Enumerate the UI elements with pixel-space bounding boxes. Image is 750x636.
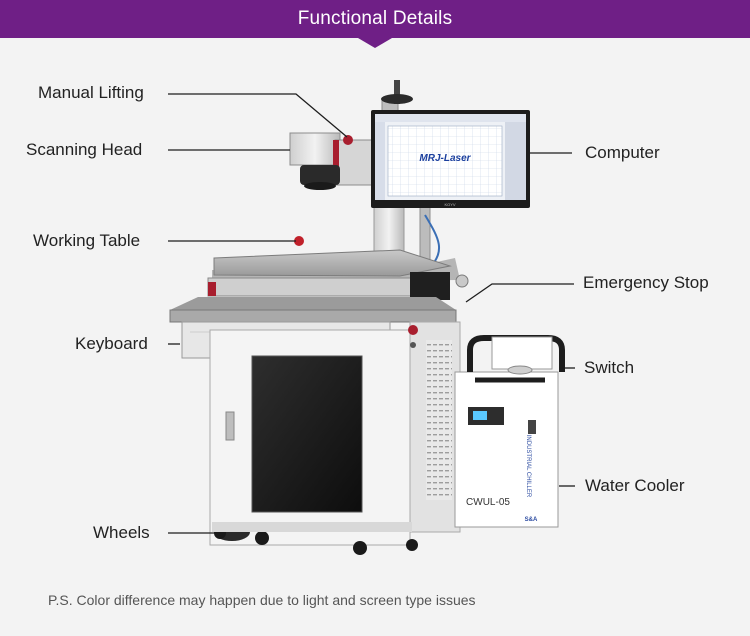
computer-monitor: MRJ-Laser KOYV bbox=[371, 110, 530, 208]
machine-cabinet bbox=[209, 321, 461, 546]
water-cooler: CWUL-05 INDUSTRIAL CHILLER S&A bbox=[454, 335, 565, 528]
leader-emergency-stop bbox=[465, 283, 574, 303]
label-keyboard: Keyboard bbox=[75, 334, 148, 353]
page-title: Functional Details bbox=[297, 8, 453, 29]
label-scanning-head: Scanning Head bbox=[26, 140, 143, 159]
label-switch: Switch bbox=[584, 358, 635, 377]
scanning-head bbox=[289, 132, 376, 190]
header-banner bbox=[0, 0, 750, 38]
label-working-table: Working Table bbox=[33, 231, 141, 250]
footnote: P.S. Color difference may happen due to … bbox=[48, 592, 476, 608]
callout-lines bbox=[168, 93, 575, 534]
label-computer: Computer bbox=[585, 143, 660, 162]
label-wheels: Wheels bbox=[93, 523, 150, 542]
wheels bbox=[212, 522, 418, 555]
header-notch bbox=[358, 38, 392, 48]
emergency-stop-button bbox=[455, 274, 469, 288]
manual-lifting-handwheel bbox=[381, 94, 413, 104]
label-water-cooler: Water Cooler bbox=[585, 476, 685, 495]
label-emergency-stop: Emergency Stop bbox=[583, 273, 709, 292]
screen-logo-text: MRJ-Laser bbox=[419, 153, 471, 164]
label-manual-lifting: Manual Lifting bbox=[38, 83, 144, 102]
leader-manual-lifting bbox=[168, 93, 348, 138]
chiller-side-text: INDUSTRIAL CHILLER bbox=[525, 435, 531, 498]
chiller-switch bbox=[528, 420, 536, 434]
working-table bbox=[207, 236, 460, 300]
chiller-brand-text: S&A bbox=[525, 517, 538, 523]
monitor-brand-text: KOYV bbox=[444, 202, 455, 207]
chiller-model-text: CWUL-05 bbox=[466, 497, 510, 508]
